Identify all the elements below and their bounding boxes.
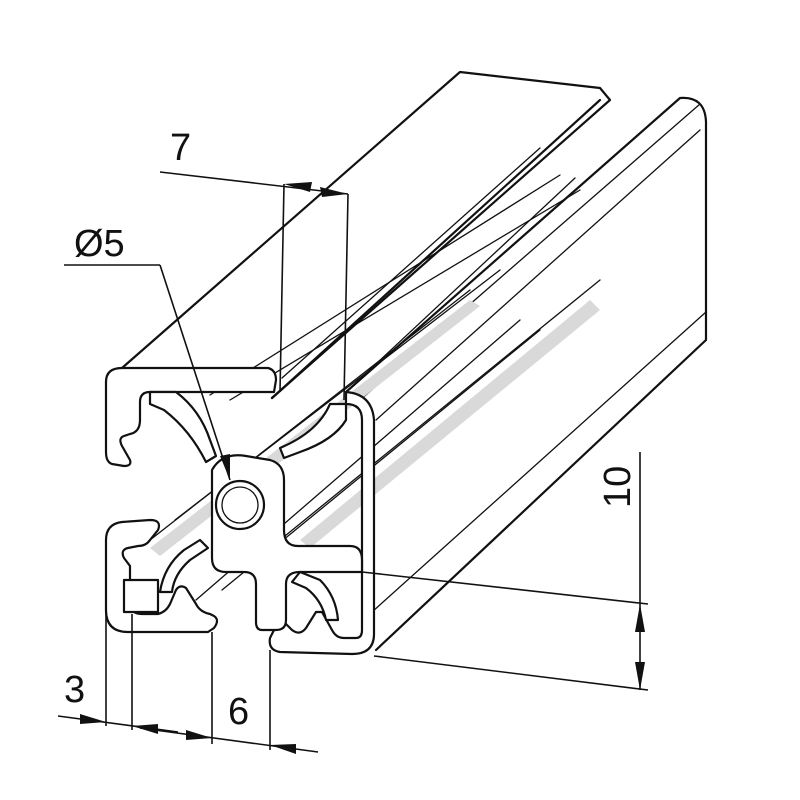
dimension-3: 3 <box>57 610 179 734</box>
dimension-7: 7 <box>159 127 349 401</box>
profile-extrusion <box>120 70 708 652</box>
profile-cross-section <box>104 366 376 656</box>
dimension-6-label: 6 <box>228 691 249 733</box>
dimension-7-label: 7 <box>170 127 191 169</box>
dimension-6: 6 <box>139 632 319 754</box>
dimension-10-label: 10 <box>597 466 639 508</box>
dimension-10: 10 <box>361 452 649 691</box>
center-bore <box>214 479 266 531</box>
dimension-3-label: 3 <box>64 669 85 711</box>
dimension-diameter-label: Ø5 <box>74 223 125 265</box>
dimension-diameter-5: Ø5 <box>64 223 231 481</box>
